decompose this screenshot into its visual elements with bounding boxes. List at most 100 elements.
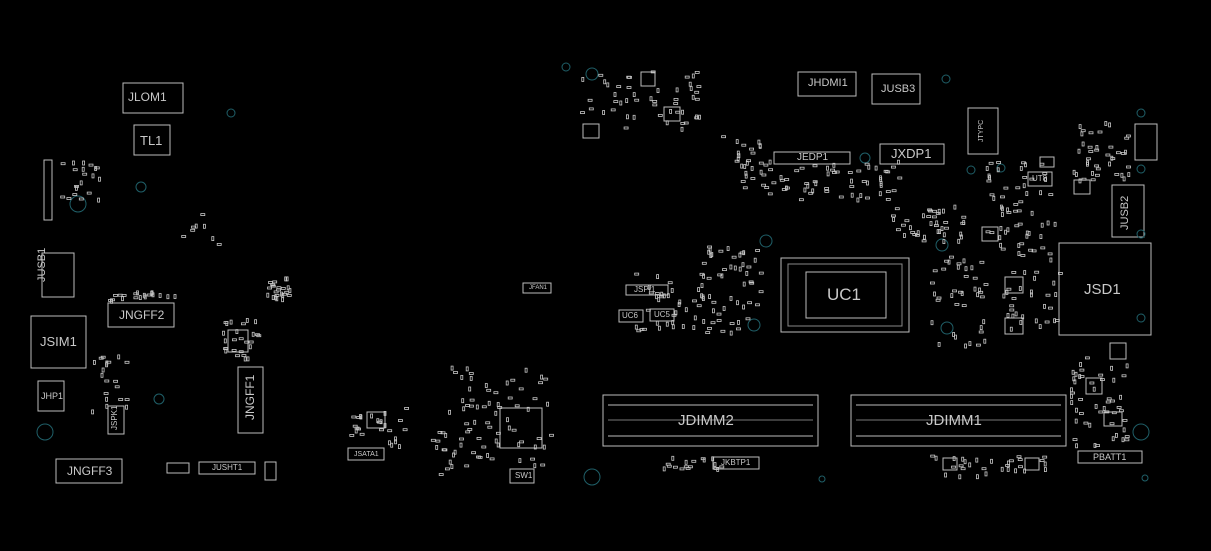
smd-pad [972, 276, 978, 280]
smd-pad [465, 430, 471, 434]
smd-pad [1053, 318, 1056, 324]
smd-pad [929, 221, 933, 227]
smd-pad [524, 367, 528, 373]
smd-pad [173, 294, 177, 299]
smd-pad [266, 292, 270, 298]
smd-pad [124, 360, 130, 364]
smd-pad [885, 197, 891, 201]
smd-pad [982, 319, 986, 325]
jfan1-label: JFAN1 [529, 285, 548, 291]
smd-pad [677, 302, 681, 308]
smd-pad [1086, 160, 1089, 166]
smd-pad [475, 404, 479, 410]
smd-pad [1078, 374, 1082, 380]
smd-pad [804, 182, 810, 186]
smd-pad [246, 356, 250, 362]
smd-pad [194, 223, 198, 229]
smd-pad [865, 196, 870, 200]
smd-pad [956, 262, 962, 266]
smd-pad [758, 290, 764, 294]
smd-pad [742, 250, 746, 256]
smd-pad [626, 75, 632, 79]
smd-pad [1122, 176, 1126, 182]
smd-pad [1074, 418, 1078, 424]
smd-pad [216, 242, 222, 246]
smd-pad [1020, 254, 1026, 257]
smd-pad [1023, 468, 1026, 474]
smd-pad [625, 98, 629, 103]
smd-pad [93, 359, 96, 365]
smd-pad [702, 319, 706, 324]
smd-pad [450, 365, 454, 371]
smd-pad [606, 82, 610, 88]
smd-pad [1089, 381, 1095, 385]
smd-pad [626, 114, 629, 120]
smd-pad [684, 307, 688, 313]
smd-pad [961, 215, 967, 219]
jusb2-footprint [1111, 184, 1145, 238]
jusb1-label: JUSB1 [36, 247, 48, 282]
smd-pad [459, 437, 464, 441]
smd-pad [684, 459, 688, 465]
smd-pad [256, 334, 262, 338]
smd-pad [75, 185, 78, 191]
smd-pad [1000, 466, 1004, 472]
smd-pad [897, 159, 900, 165]
smd-pad [1095, 167, 1101, 171]
smd-pad [662, 466, 666, 472]
smd-pad [448, 459, 452, 465]
smd-pad [273, 290, 279, 294]
smd-pad [958, 474, 962, 480]
smd-pad [471, 451, 477, 455]
smd-pad [519, 440, 524, 444]
smd-pad [901, 223, 906, 227]
smd-pad [794, 169, 800, 173]
smd-pad [1015, 186, 1021, 190]
smd-pad [701, 261, 707, 265]
smd-pad [82, 172, 88, 176]
smd-pad [962, 258, 966, 264]
smd-pad [485, 421, 491, 425]
smd-pad [712, 308, 715, 314]
smd-pad [984, 471, 988, 477]
smd-pad [891, 214, 896, 218]
smd-pad [744, 173, 748, 179]
smd-pad [240, 322, 246, 326]
smd-pad [613, 92, 617, 97]
smd-pad [694, 116, 700, 120]
smd-pad [124, 398, 130, 402]
jkbtp1-footprint [712, 456, 760, 470]
smd-pad [1116, 151, 1121, 155]
smd-pad [1009, 308, 1015, 312]
smd-pad [530, 457, 535, 461]
smd-pad [812, 164, 818, 168]
smd-pad [742, 281, 746, 287]
smd-pad [897, 176, 903, 180]
smd-pad [494, 438, 498, 444]
sw1-label: SW1 [515, 471, 533, 480]
smd-pad [733, 265, 737, 271]
smd-pad [91, 409, 94, 415]
smd-pad [1058, 271, 1063, 275]
smd-pad [98, 176, 101, 182]
smd-pad [276, 288, 282, 292]
smd-pad [697, 287, 700, 293]
smd-pad [1095, 144, 1099, 150]
smd-pad [505, 380, 509, 386]
smd-pad [1014, 224, 1020, 228]
smd-pad [549, 433, 554, 437]
smd-pad [81, 166, 85, 172]
smd-pad [222, 330, 225, 336]
smd-pad [394, 436, 397, 442]
smd-pad [667, 281, 673, 285]
smd-pad [632, 114, 636, 120]
smd-pad [990, 458, 993, 464]
smd-pad [1115, 432, 1118, 438]
smd-pad [511, 428, 517, 432]
tl1-footprint [133, 124, 171, 156]
smd-pad [1125, 363, 1129, 369]
smd-pad [694, 97, 700, 101]
smd-pad [467, 427, 473, 431]
smd-pad [968, 341, 972, 347]
smd-pad [941, 267, 947, 271]
